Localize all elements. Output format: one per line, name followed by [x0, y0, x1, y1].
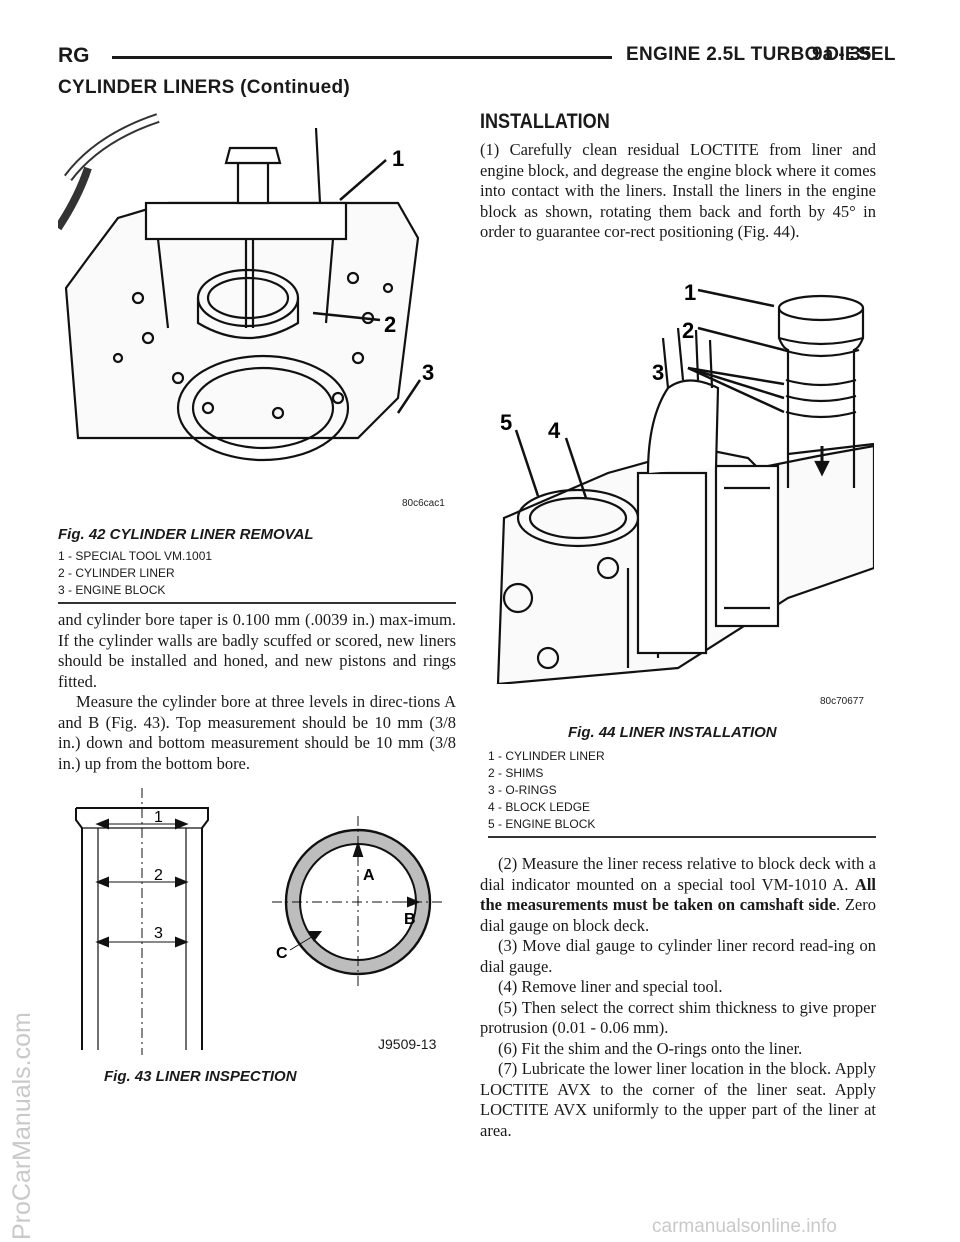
callout-3: 3 — [652, 360, 664, 385]
cylinder-liner-removal-illustration: 1 2 3 — [58, 113, 434, 462]
paragraph: (1) Carefully clean residual LOCTITE fro… — [480, 140, 876, 241]
installation-step-1: (1) Carefully clean residual LOCTITE fro… — [480, 140, 876, 243]
installation-step-4: (4) Remove liner and special tool. — [498, 977, 723, 996]
side-watermark: ProCarManuals.com — [8, 1012, 36, 1240]
level-2-label: 2 — [154, 867, 163, 884]
liner-installation-illustration: 1 2 3 4 5 — [496, 280, 874, 684]
level-3-label: 3 — [154, 925, 163, 942]
callout-3: 3 — [422, 360, 434, 385]
fig44-legend-item: 2 - SHIMS — [488, 766, 544, 780]
installation-heading: INSTALLATION — [480, 110, 610, 133]
fig44-title: Fig. 44 LINER INSTALLATION — [568, 724, 777, 741]
direction-b-label: B — [404, 911, 416, 928]
callout-4: 4 — [548, 418, 561, 443]
callout-1: 1 — [684, 280, 696, 305]
fig42-legend-item: 2 - CYLINDER LINER — [58, 566, 175, 580]
installation-step-6: (6) Fit the shim and the O-rings onto th… — [498, 1038, 803, 1058]
fig42-legend-item: 1 - SPECIAL TOOL VM.1001 — [58, 549, 213, 563]
left-text: and cylinder bore taper is 0.100 mm (.00… — [58, 610, 456, 774]
fig44-legend: 1 - CYLINDER LINER 2 - SHIMS 3 - O-RINGS… — [488, 748, 605, 833]
installation-step-5: (5) Then select the correct shim thickne… — [480, 997, 876, 1038]
header-title: ENGINE 2.5L TURBO DIESEL — [626, 44, 896, 65]
fig44-legend-item: 4 - BLOCK LEDGE — [488, 800, 591, 814]
direction-a-label: A — [363, 867, 375, 884]
fig43-title: Fig. 43 LINER INSPECTION — [104, 1068, 297, 1085]
callout-2: 2 — [384, 312, 396, 337]
direction-c-label: C — [276, 945, 288, 962]
fig44-rule — [488, 836, 876, 838]
installation-step-7: (7) Lubricate the lower liner location i… — [480, 1059, 876, 1140]
installation-step-2: (2) Measure the liner recess relative to… — [480, 854, 876, 936]
paragraph: Measure the cylinder bore at three level… — [58, 692, 456, 773]
step-emphasis: All the measurements must be taken on ca… — [480, 874, 876, 915]
callout-2: 2 — [682, 318, 694, 343]
installation-step-3: (3) Move dial gauge to cylinder liner re… — [480, 936, 876, 976]
figure-44: 1 2 3 4 5 — [488, 268, 874, 684]
fig44-legend-item: 1 - CYLINDER LINER — [488, 749, 605, 763]
level-1-label: 1 — [154, 809, 163, 826]
callout-5: 5 — [500, 410, 512, 435]
section-heading: CYLINDER LINERS (Continued) — [58, 77, 351, 98]
liner-inspection-illustration: 1 2 3 A B C — [75, 788, 444, 1055]
fig42-title: Fig. 42 CYLINDER LINER REMOVAL — [58, 526, 314, 543]
paragraph: and cylinder bore taper is 0.100 mm (.00… — [58, 610, 456, 691]
bottom-watermark: carmanualsonline.info — [652, 1216, 837, 1237]
callout-1: 1 — [392, 146, 404, 171]
fig42-legend: 1 - SPECIAL TOOL VM.1001 2 - CYLINDER LI… — [58, 548, 212, 599]
fig44-code: 80c70677 — [820, 696, 864, 707]
fig44-legend-item: 3 - O-RINGS — [488, 783, 557, 797]
step-text: . Zero dial gauge on block deck. — [480, 895, 877, 935]
figure-43: 1 2 3 A B C — [58, 780, 458, 1058]
header-rule — [112, 56, 612, 59]
figure-42: 1 2 3 — [58, 108, 458, 518]
fig42-rule — [58, 602, 456, 604]
page-number: 9a - 35 — [812, 44, 872, 65]
installation-steps: (2) Measure the liner recess relative to… — [480, 854, 876, 1141]
fig42-code: 80c6cac1 — [402, 498, 445, 509]
header-section-code: RG — [58, 44, 90, 67]
fig44-legend-item: 5 - ENGINE BLOCK — [488, 817, 596, 831]
step-text: (2) Measure the liner recess relative to… — [480, 854, 876, 894]
fig42-legend-item: 3 - ENGINE BLOCK — [58, 583, 166, 597]
fig43-code: J9509-13 — [378, 1036, 437, 1052]
